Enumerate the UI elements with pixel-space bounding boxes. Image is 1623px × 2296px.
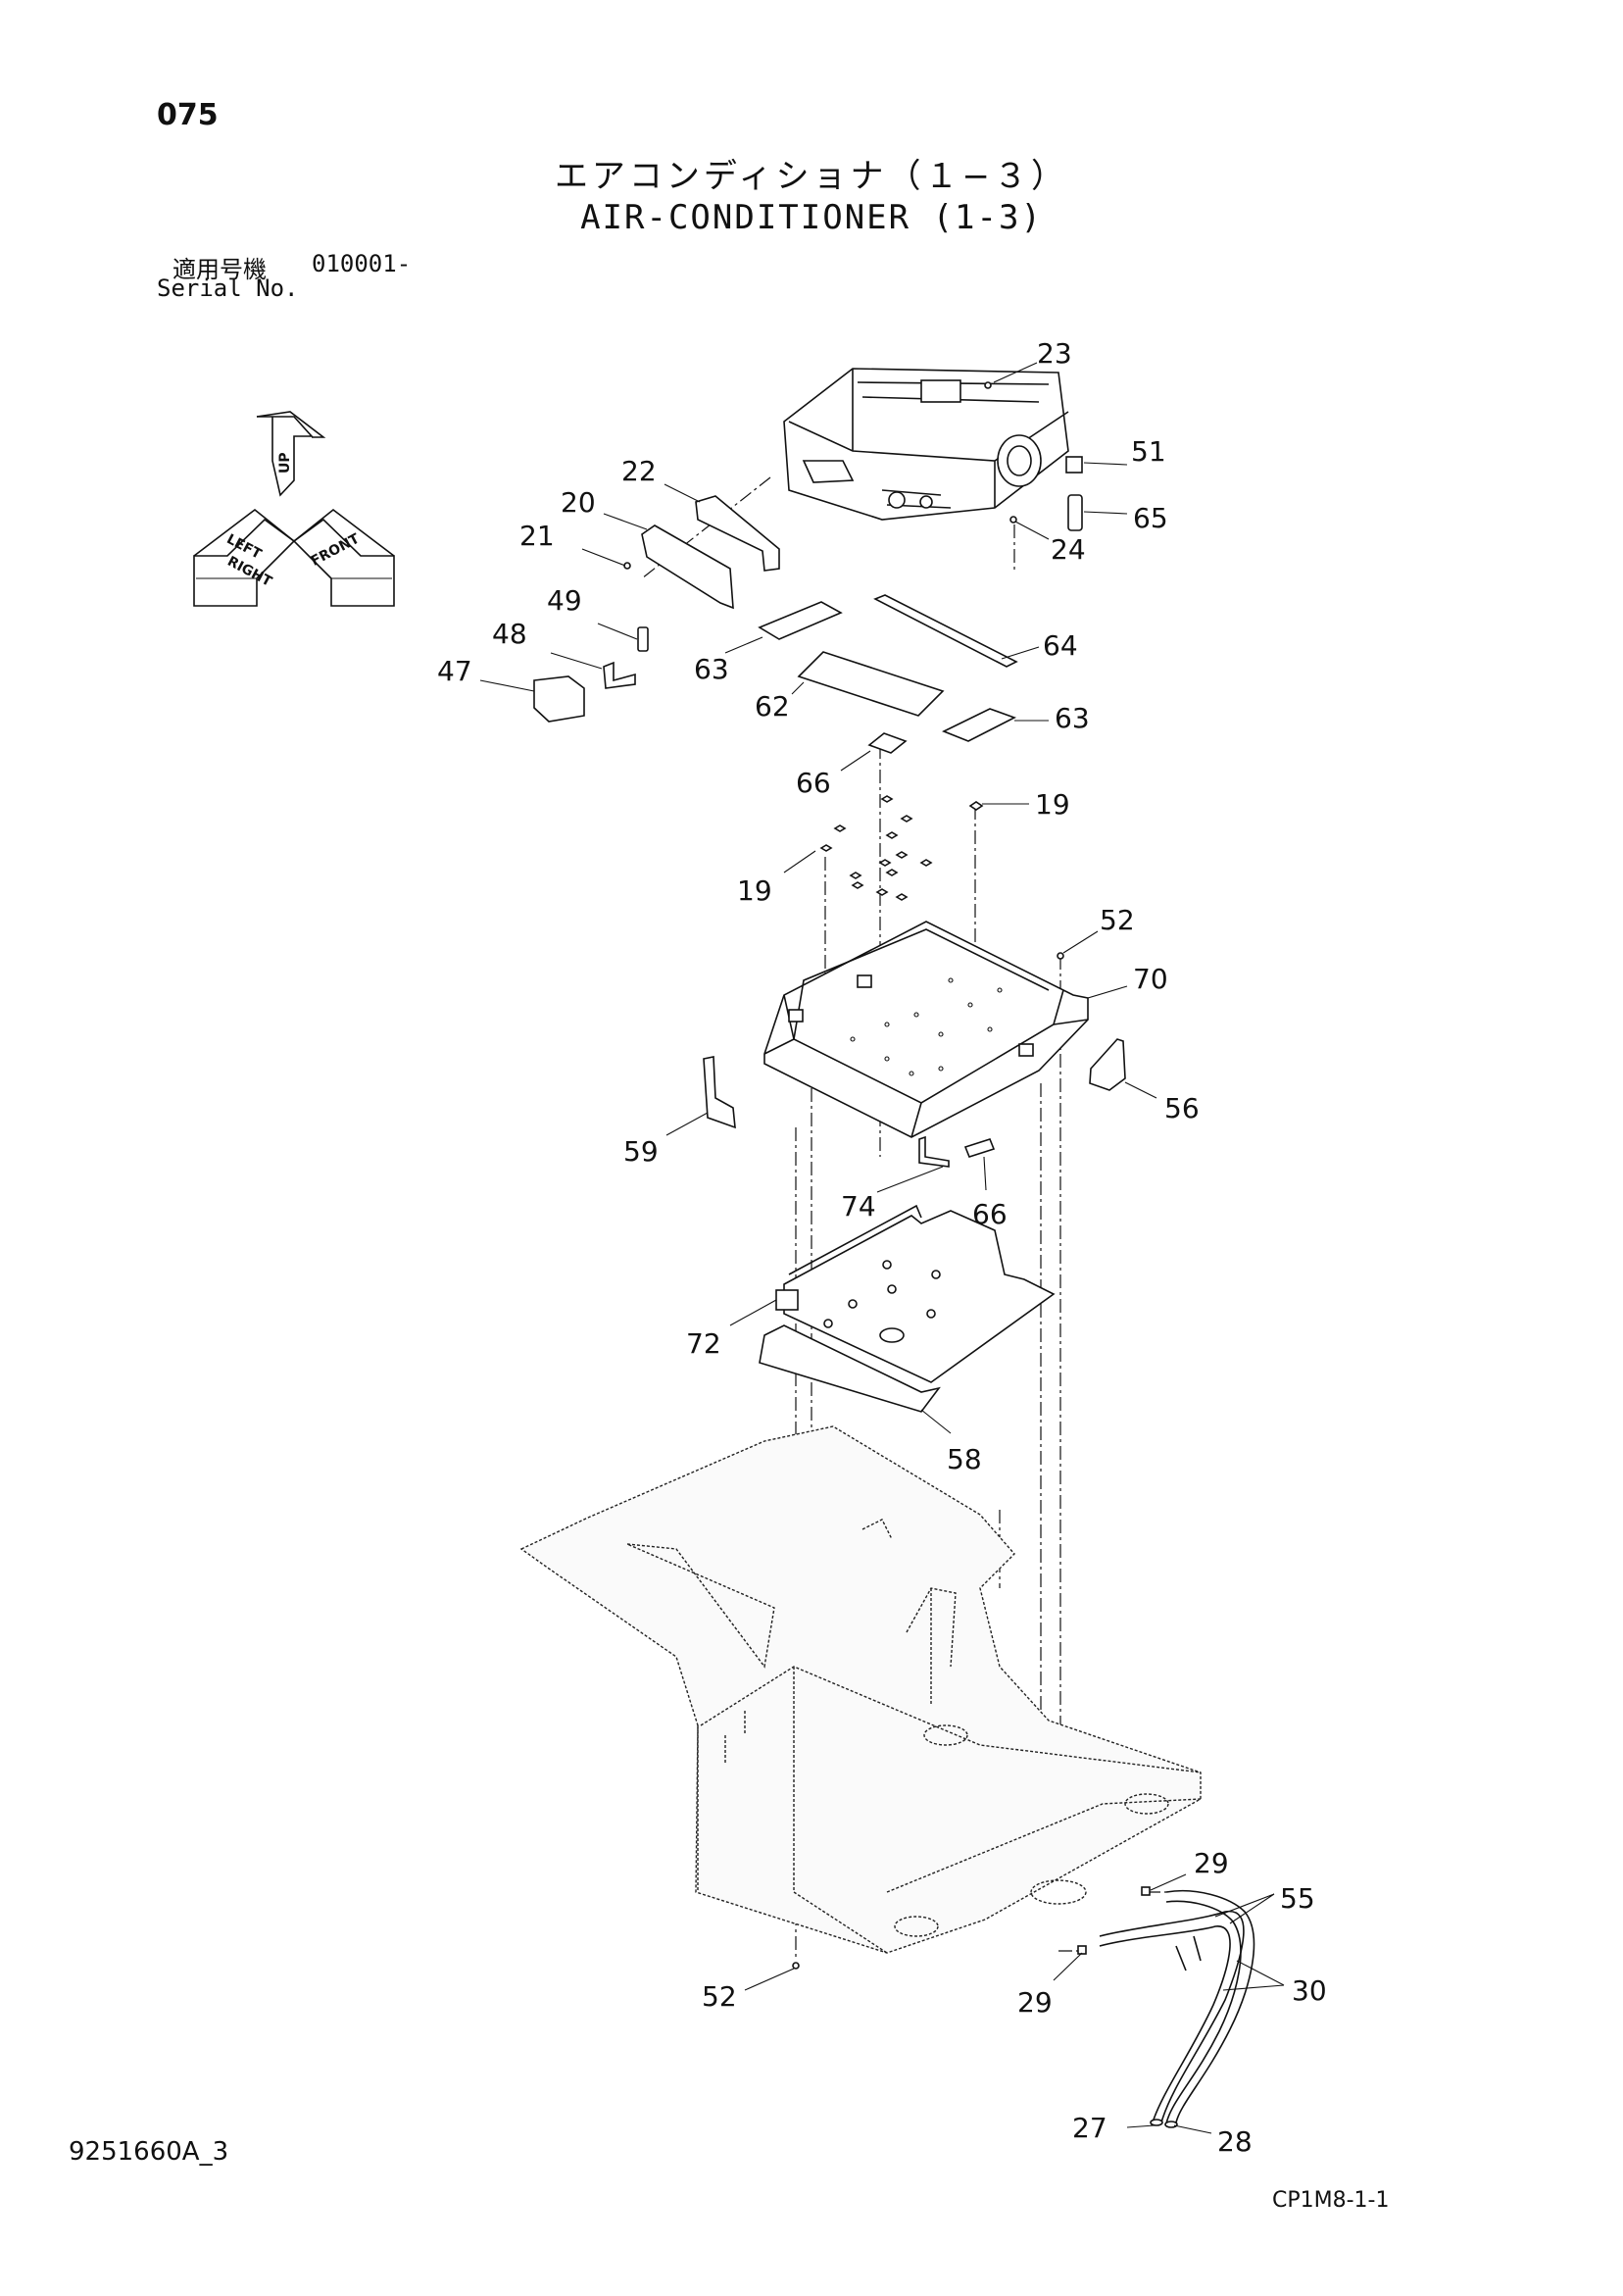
serial-label-japanese: 適用号機 <box>172 256 267 283</box>
part-62-pad <box>797 651 945 717</box>
part-66-pad-bottom <box>963 1138 996 1158</box>
part-59-cover <box>703 1056 736 1129</box>
part-72-plate <box>775 1204 1056 1383</box>
callout-51: 51 <box>1131 435 1166 468</box>
callout-66-bottom: 66 <box>972 1198 1008 1230</box>
callout-29-lower: 29 <box>1017 1986 1053 2019</box>
page-number: 075 <box>157 98 219 132</box>
serial-value: 010001- <box>312 250 412 277</box>
callout-27: 27 <box>1072 2112 1107 2144</box>
callout-20: 20 <box>561 486 596 519</box>
part-24-screw <box>1009 516 1017 524</box>
part-47-block <box>533 675 585 723</box>
callout-30: 30 <box>1292 1974 1327 2007</box>
title-english: AIR-CONDITIONER (1-3) <box>580 198 1043 237</box>
callout-65: 65 <box>1133 502 1168 534</box>
page-code: CP1M8-1-1 <box>1272 2188 1390 2213</box>
document-id: 9251660A_3 <box>69 2137 229 2167</box>
callout-55: 55 <box>1280 1882 1315 1915</box>
callout-47: 47 <box>437 655 472 687</box>
callout-56: 56 <box>1164 1092 1200 1124</box>
part-58-seal <box>759 1324 941 1413</box>
callout-58: 58 <box>947 1443 982 1475</box>
part-29-clamp-lower <box>1077 1945 1087 1955</box>
callout-21: 21 <box>519 520 555 552</box>
callout-48: 48 <box>492 618 527 650</box>
callout-labels: 23 51 65 24 22 20 21 49 48 47 64 63 62 6… <box>437 337 1327 2158</box>
callout-22: 22 <box>621 455 657 487</box>
callout-29-upper: 29 <box>1194 1847 1229 1879</box>
callout-19-right: 19 <box>1035 788 1070 821</box>
callout-19-left: 19 <box>737 874 772 907</box>
part-29-clamp-upper <box>1141 1886 1151 1896</box>
callout-23: 23 <box>1037 337 1072 370</box>
callout-52-bottom: 52 <box>702 1980 737 2013</box>
callout-70: 70 <box>1133 963 1168 995</box>
callout-66-top: 66 <box>796 767 831 799</box>
title-japanese: エアコンディショナ（１−３） <box>554 157 1069 196</box>
part-63-pad-left <box>758 601 843 640</box>
part-19-fasteners <box>819 795 984 901</box>
part-51-block <box>1065 456 1083 474</box>
part-65-block <box>1067 494 1083 531</box>
callout-62: 62 <box>755 690 790 723</box>
part-23-screw <box>984 381 992 389</box>
part-52-screw-bottom <box>792 1962 800 1970</box>
cab-floor-frame <box>519 1425 1202 1954</box>
serial-label-english: Serial No. <box>157 275 299 302</box>
callout-63-left: 63 <box>694 653 729 685</box>
callout-63-right: 63 <box>1055 702 1090 734</box>
part-74-clip <box>918 1135 950 1168</box>
part-22-bracket <box>695 495 780 572</box>
air-conditioner-unit <box>783 368 1069 521</box>
callout-52-top: 52 <box>1100 904 1135 936</box>
callout-59: 59 <box>623 1135 659 1168</box>
callout-28: 28 <box>1217 2125 1253 2158</box>
part-70-base-tray <box>763 921 1089 1138</box>
callout-74: 74 <box>841 1190 876 1223</box>
part-63-pad-right <box>942 708 1017 742</box>
callout-leaders <box>479 362 1285 2134</box>
part-56-cover <box>1089 1038 1126 1091</box>
part-48-clip <box>603 661 636 689</box>
callout-64: 64 <box>1043 629 1078 662</box>
callout-49: 49 <box>547 584 582 617</box>
part-49-clip <box>637 626 649 652</box>
hoses <box>1099 1889 1255 2128</box>
callout-24: 24 <box>1051 533 1086 566</box>
part-52-screw-top <box>1057 952 1064 960</box>
orientation-indicator: UP LEFT RIGHT FRONT <box>193 411 395 607</box>
part-20-plate <box>641 524 734 610</box>
part-66-pad-top <box>867 732 908 754</box>
callout-72: 72 <box>686 1327 721 1360</box>
orientation-up-label: UP <box>277 452 293 474</box>
part-64-strip <box>873 594 1018 668</box>
